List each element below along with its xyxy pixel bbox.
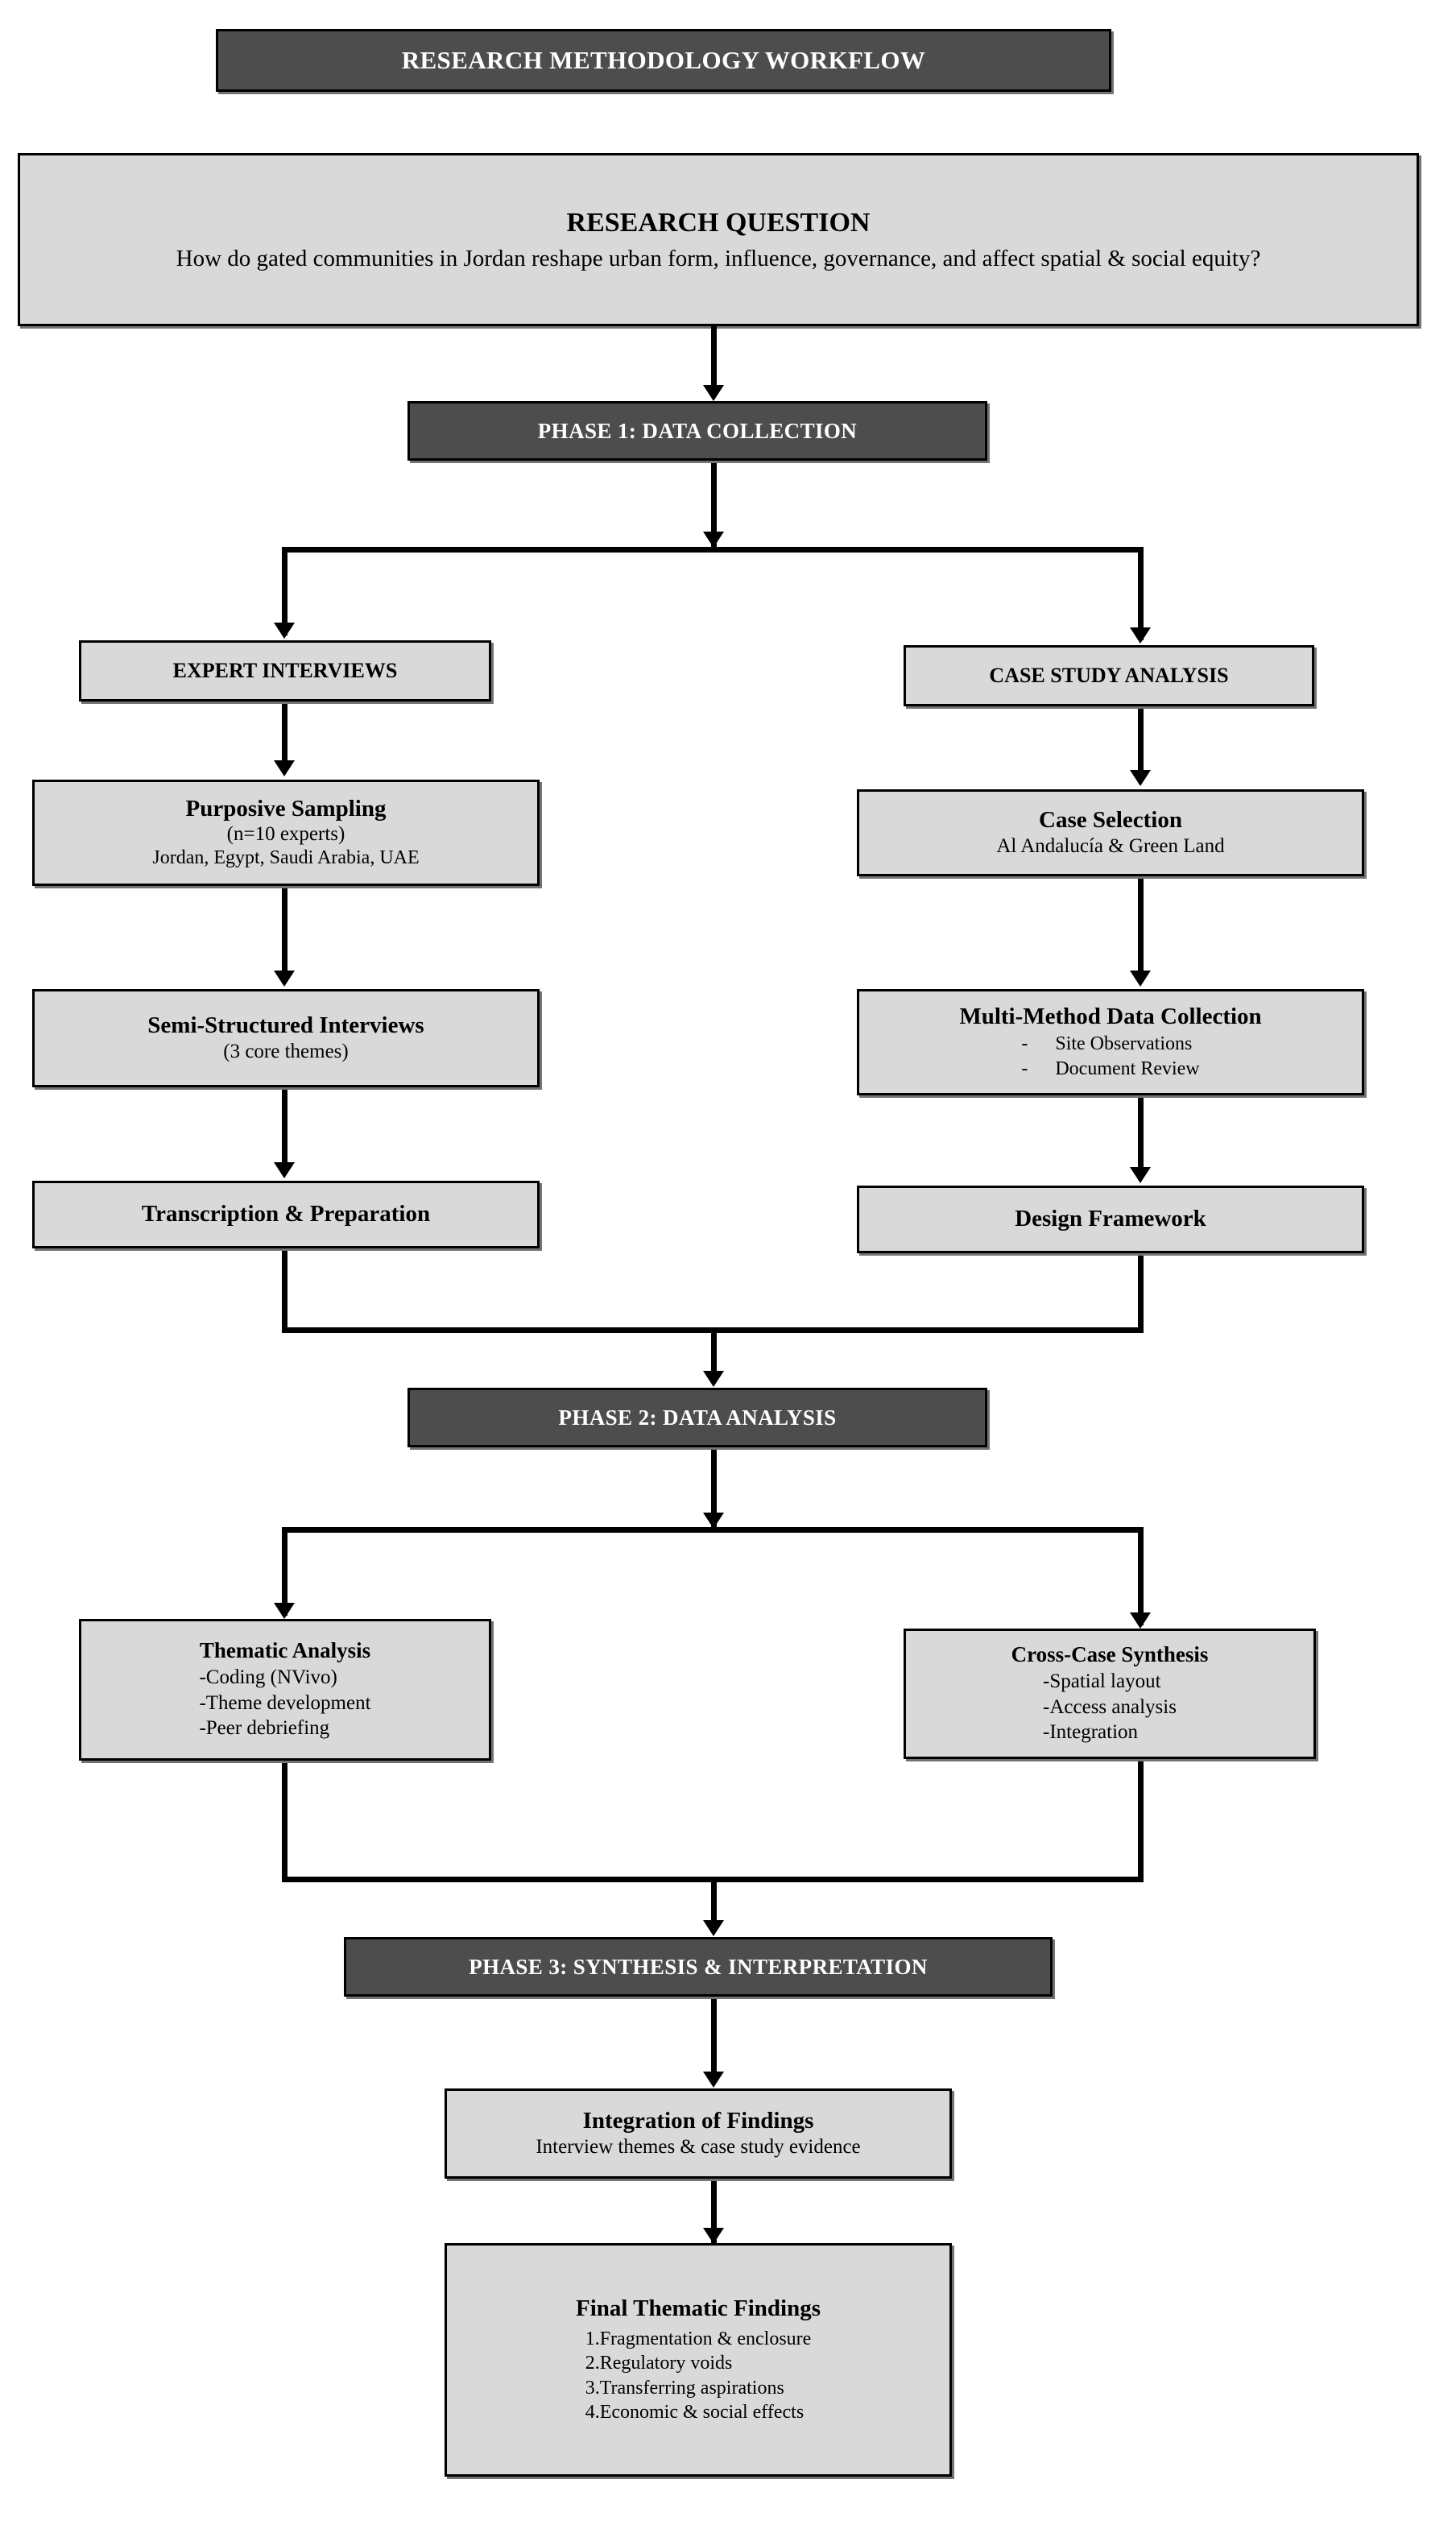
- cross-case-item-2: -Integration: [1043, 1721, 1139, 1744]
- research-question-box: RESEARCH QUESTION How do gated communiti…: [18, 153, 1419, 326]
- arrowhead-phase3-to-integration: [703, 2072, 724, 2088]
- arrowhead-split2-right: [1130, 1612, 1151, 1629]
- phase-3-banner: PHASE 3: SYNTHESIS & INTERPRETATION: [344, 1937, 1053, 1997]
- arrowhead-right-1: [1130, 770, 1151, 786]
- connector-rq-to-phase1: [711, 326, 717, 387]
- arrowhead-left-3: [274, 1162, 295, 1178]
- dash-icon: -: [1021, 1058, 1028, 1079]
- multi-method-title: Multi-Method Data Collection: [959, 1004, 1262, 1030]
- connector-left-2: [282, 888, 287, 975]
- list-item: 1.Fragmentation & enclosure: [585, 2328, 812, 2350]
- arrowhead-right-3: [1130, 1167, 1151, 1183]
- thematic-analysis-item-1: -Theme development: [199, 1691, 371, 1714]
- connector-split-left: [282, 547, 287, 635]
- arrowhead-rq-to-phase1: [703, 385, 724, 401]
- integration-of-findings-title: Integration of Findings: [582, 2108, 814, 2134]
- connector-right-merge: [1138, 1256, 1144, 1333]
- connector-phase3-to-integration: [711, 1999, 717, 2073]
- multi-method-data-collection-box: Multi-Method Data Collection - Site Obser…: [857, 989, 1364, 1095]
- dash-icon: -: [1021, 1033, 1028, 1055]
- cross-case-item-0: -Spatial layout: [1043, 1670, 1161, 1693]
- arrowhead-phase1-down: [703, 532, 724, 548]
- list-item: - Document Review: [1021, 1057, 1199, 1081]
- arrowhead-split2-left: [274, 1603, 295, 1619]
- connector-right-2: [1138, 879, 1144, 975]
- arrowhead-split-left: [274, 623, 295, 639]
- connector-right-merge2: [1138, 1761, 1144, 1882]
- case-study-analysis-label: CASE STUDY ANALYSIS: [989, 664, 1229, 688]
- connector-split-right: [1138, 547, 1144, 640]
- connector-right-1: [1138, 709, 1144, 775]
- connector-phase2-down: [711, 1450, 717, 1529]
- semi-structured-interviews-sub1: (3 core themes): [223, 1040, 349, 1062]
- arrowhead-right-2: [1130, 971, 1151, 987]
- case-study-analysis-header: CASE STUDY ANALYSIS: [904, 645, 1314, 706]
- arrowhead-merge-to-phase2: [703, 1371, 724, 1387]
- thematic-analysis-title: Thematic Analysis: [199, 1638, 371, 1663]
- list-item: 3.Transferring aspirations: [585, 2377, 784, 2399]
- thematic-analysis-item-0: -Coding (NVivo): [199, 1666, 337, 1689]
- arrowhead-split-right: [1130, 627, 1151, 644]
- thematic-analysis-item-2: -Peer debriefing: [199, 1717, 330, 1740]
- connector-merge-to-phase2: [711, 1327, 717, 1377]
- arrowhead-merge-to-phase3: [703, 1920, 724, 1936]
- arrowhead-left-2: [274, 971, 295, 987]
- arrowhead-phase2-down: [703, 1513, 724, 1529]
- bracket-phase1-split: [282, 547, 1144, 553]
- purposive-sampling-box: Purposive Sampling (n=10 experts) Jordan…: [32, 780, 540, 886]
- connector-split2-left: [282, 1527, 287, 1616]
- expert-interviews-label: EXPERT INTERVIEWS: [172, 659, 398, 683]
- connector-integration-to-final: [711, 2181, 717, 2244]
- purposive-sampling-sub2: Jordan, Egypt, Saudi Arabia, UAE: [152, 847, 420, 869]
- final-thematic-findings-title: Final Thematic Findings: [575, 2295, 821, 2321]
- cross-case-synthesis-box: Cross-Case Synthesis -Spatial layout -Ac…: [904, 1629, 1316, 1759]
- transcription-preparation-box: Transcription & Preparation: [32, 1181, 540, 1248]
- list-item: - Site Observations: [1021, 1032, 1199, 1056]
- connector-left-3: [282, 1090, 287, 1167]
- transcription-preparation-title: Transcription & Preparation: [141, 1201, 431, 1227]
- semi-structured-interviews-title: Semi-Structured Interviews: [147, 1012, 424, 1039]
- research-question-heading: RESEARCH QUESTION: [566, 207, 871, 238]
- phase-2-label: PHASE 2: DATA ANALYSIS: [558, 1405, 837, 1430]
- connector-left-merge2: [282, 1763, 287, 1882]
- phase-2-banner: PHASE 2: DATA ANALYSIS: [407, 1388, 987, 1447]
- list-item: 4.Economic & social effects: [585, 2401, 805, 2423]
- expert-interviews-header: EXPERT INTERVIEWS: [79, 640, 491, 702]
- multi-method-bullet-1: Document Review: [1055, 1058, 1200, 1079]
- phase-1-label: PHASE 1: DATA COLLECTION: [537, 418, 858, 443]
- connector-left-merge: [282, 1251, 287, 1333]
- cross-case-synthesis-title: Cross-Case Synthesis: [1011, 1642, 1209, 1667]
- connector-left-1: [282, 704, 287, 765]
- multi-method-bullet-list: - Site Observations - Document Review: [1021, 1032, 1199, 1080]
- integration-of-findings-sub1: Interview themes & case study evidence: [536, 2135, 861, 2158]
- thematic-analysis-box: Thematic Analysis -Coding (NVivo) -Theme…: [79, 1619, 491, 1761]
- research-question-text: How do gated communities in Jordan resha…: [176, 245, 1261, 271]
- semi-structured-interviews-box: Semi-Structured Interviews (3 core theme…: [32, 989, 540, 1087]
- case-selection-title: Case Selection: [1039, 807, 1182, 834]
- case-selection-sub1: Al Andalucía & Green Land: [996, 834, 1225, 857]
- bracket-phase2-split: [282, 1527, 1144, 1533]
- connector-phase1-down: [711, 463, 717, 548]
- arrowhead-integration-to-final: [703, 2228, 724, 2244]
- page-title: RESEARCH METHODOLOGY WORKFLOW: [216, 29, 1111, 92]
- final-thematic-findings-list: 1.Fragmentation & enclosure 2.Regulatory…: [585, 2327, 812, 2424]
- purposive-sampling-title: Purposive Sampling: [185, 795, 387, 822]
- arrowhead-left-1: [274, 760, 295, 776]
- multi-method-bullet-0: Site Observations: [1055, 1033, 1193, 1055]
- connector-merge-to-phase3: [711, 1877, 717, 1927]
- phase-1-banner: PHASE 1: DATA COLLECTION: [407, 401, 987, 461]
- list-item: 2.Regulatory voids: [585, 2353, 733, 2374]
- purposive-sampling-sub1: (n=10 experts): [226, 823, 345, 846]
- design-framework-box: Design Framework: [857, 1186, 1364, 1253]
- design-framework-title: Design Framework: [1015, 1206, 1206, 1232]
- connector-split2-right: [1138, 1527, 1144, 1625]
- integration-of-findings-box: Integration of Findings Interview themes…: [445, 2088, 952, 2179]
- case-selection-box: Case Selection Al Andalucía & Green Land: [857, 789, 1364, 876]
- final-thematic-findings-box: Final Thematic Findings 1.Fragmentation …: [445, 2243, 952, 2477]
- connector-right-3: [1138, 1098, 1144, 1175]
- page-title-text: RESEARCH METHODOLOGY WORKFLOW: [401, 46, 926, 74]
- phase-3-label: PHASE 3: SYNTHESIS & INTERPRETATION: [469, 1954, 928, 1979]
- cross-case-item-1: -Access analysis: [1043, 1695, 1177, 1718]
